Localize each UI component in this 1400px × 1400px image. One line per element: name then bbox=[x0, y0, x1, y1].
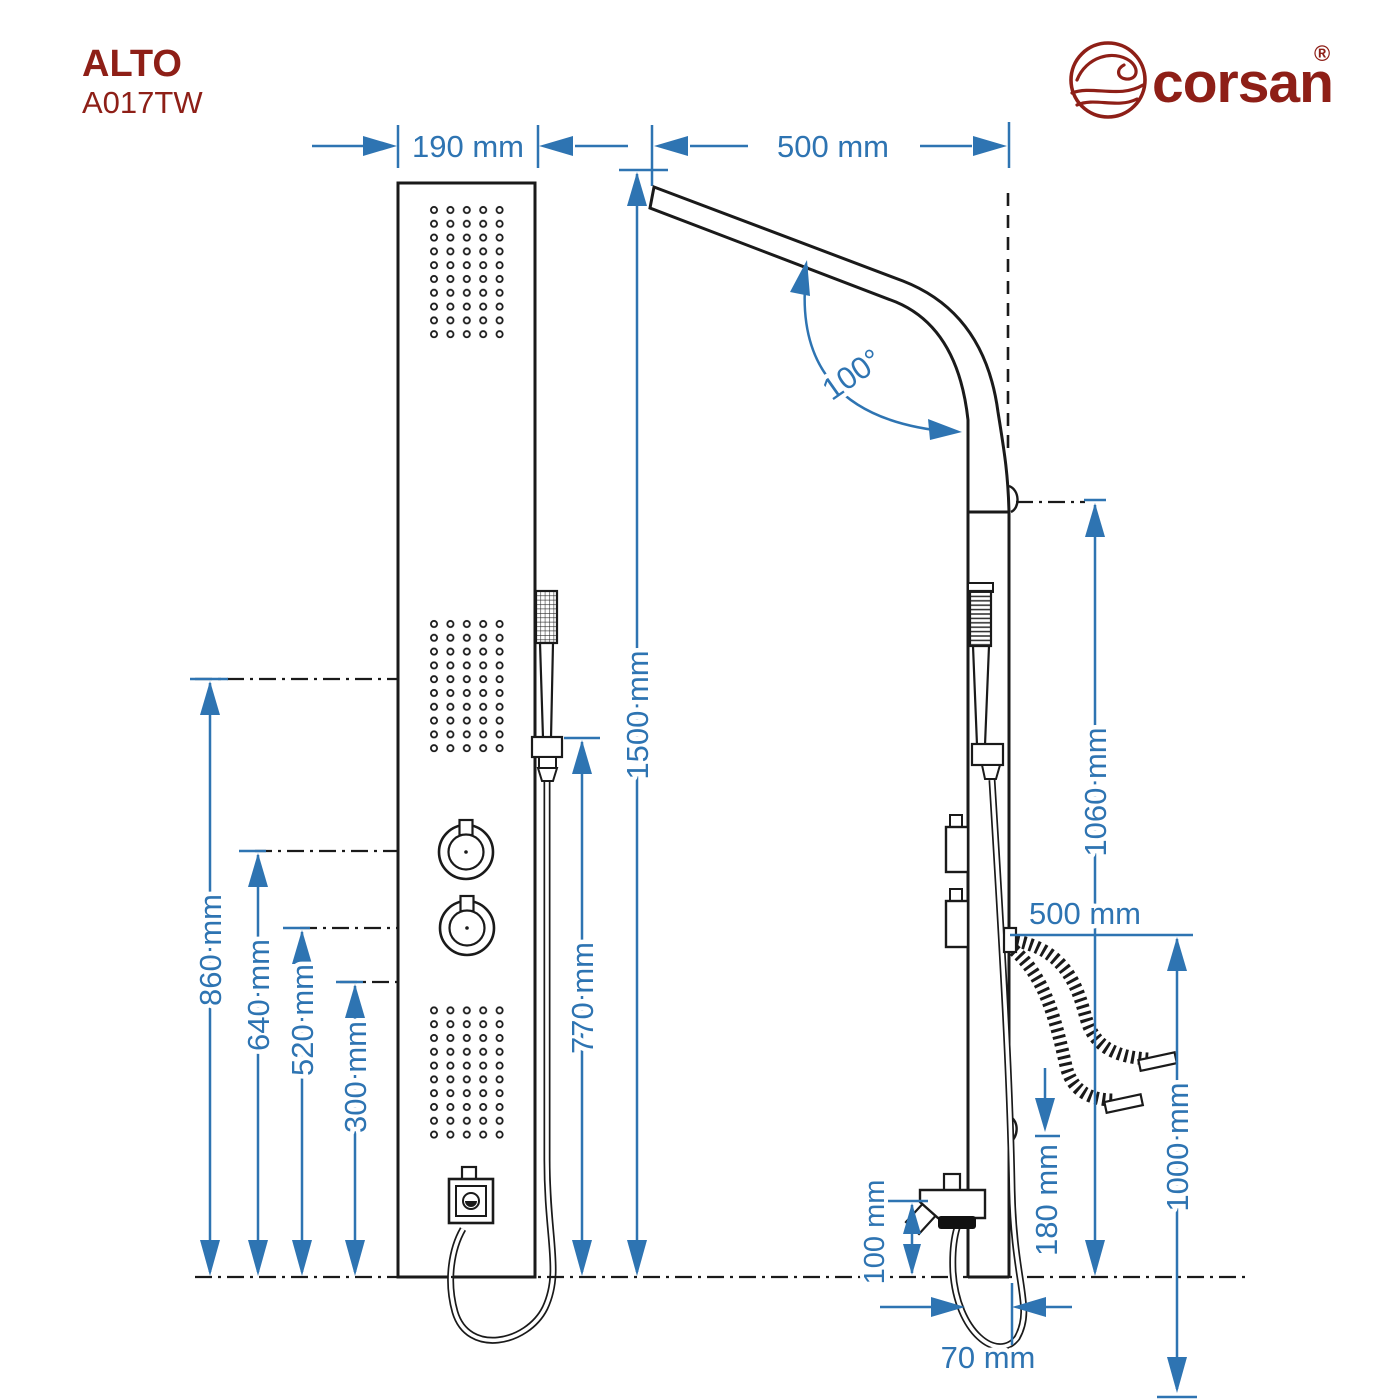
dim-lower-knob-height: 520 mm bbox=[285, 964, 320, 1076]
jet-grid-middle bbox=[428, 618, 508, 754]
registered-mark: ® bbox=[1314, 41, 1330, 66]
jet-grid-bottom bbox=[428, 1004, 508, 1140]
hand-shower-hose-side bbox=[949, 779, 1028, 1351]
hand-shower-hose-front bbox=[447, 780, 557, 1344]
header: ALTO A017TW corsan ® bbox=[82, 41, 1334, 120]
wall-bracket-top bbox=[1008, 484, 1019, 514]
shower-arm bbox=[648, 184, 1011, 514]
dim-arm-angle: 100° bbox=[816, 342, 889, 407]
dim-lower-jets-height: 300 mm bbox=[338, 1021, 373, 1133]
dim-spout-to-floor: 1000 mm bbox=[1160, 1082, 1195, 1211]
dim-outlet-height: 100 mm bbox=[859, 1180, 891, 1285]
hand-shower-front bbox=[530, 589, 564, 782]
dim-spout-line: 500 mm bbox=[1029, 896, 1141, 931]
hand-shower-holder-side bbox=[970, 742, 1005, 767]
height-dimensions: 860 mm 640 mm 520 mm 300 mm 770 mm 1500 … bbox=[189, 168, 1250, 1279]
side-dimensions: 1060 mm 500 mm 1000 mm 180 mm 100 mm 70 … bbox=[855, 498, 1200, 1399]
dim-bracket-height: 180 mm bbox=[1029, 1144, 1064, 1256]
hand-shower-side bbox=[967, 582, 1005, 780]
jet-grid-top bbox=[428, 204, 508, 340]
brand-name: corsan bbox=[1152, 51, 1333, 115]
dim-total-height: 1500 mm bbox=[620, 650, 655, 779]
flexible-spout bbox=[1002, 926, 1179, 1115]
knobs-side bbox=[944, 814, 970, 949]
top-dimensions: 190 mm 500 mm bbox=[312, 122, 1011, 186]
thermostat-knob-upper bbox=[437, 818, 495, 881]
hand-shower-holder bbox=[530, 735, 564, 759]
wave-logo-icon bbox=[1069, 41, 1147, 119]
product-name: ALTO bbox=[82, 43, 182, 85]
dim-panel-depth: 70 mm bbox=[941, 1340, 1036, 1375]
brand-logo: corsan ® bbox=[1069, 41, 1334, 119]
dim-hand-shower-height: 770 mm bbox=[565, 942, 600, 1054]
dim-upper-knob-height: 640 mm bbox=[241, 939, 276, 1051]
hose-outlet-front bbox=[447, 1165, 495, 1225]
product-code: A017TW bbox=[82, 85, 203, 120]
dim-arm-reach: 500 mm bbox=[777, 129, 889, 164]
dim-upper-jets-height: 860 mm bbox=[193, 894, 228, 1006]
dim-top-to-floor: 1060 mm bbox=[1078, 727, 1113, 856]
dim-front-width: 190 mm bbox=[412, 129, 524, 164]
diverter-knob-lower bbox=[438, 894, 496, 957]
front-view bbox=[195, 181, 564, 1344]
